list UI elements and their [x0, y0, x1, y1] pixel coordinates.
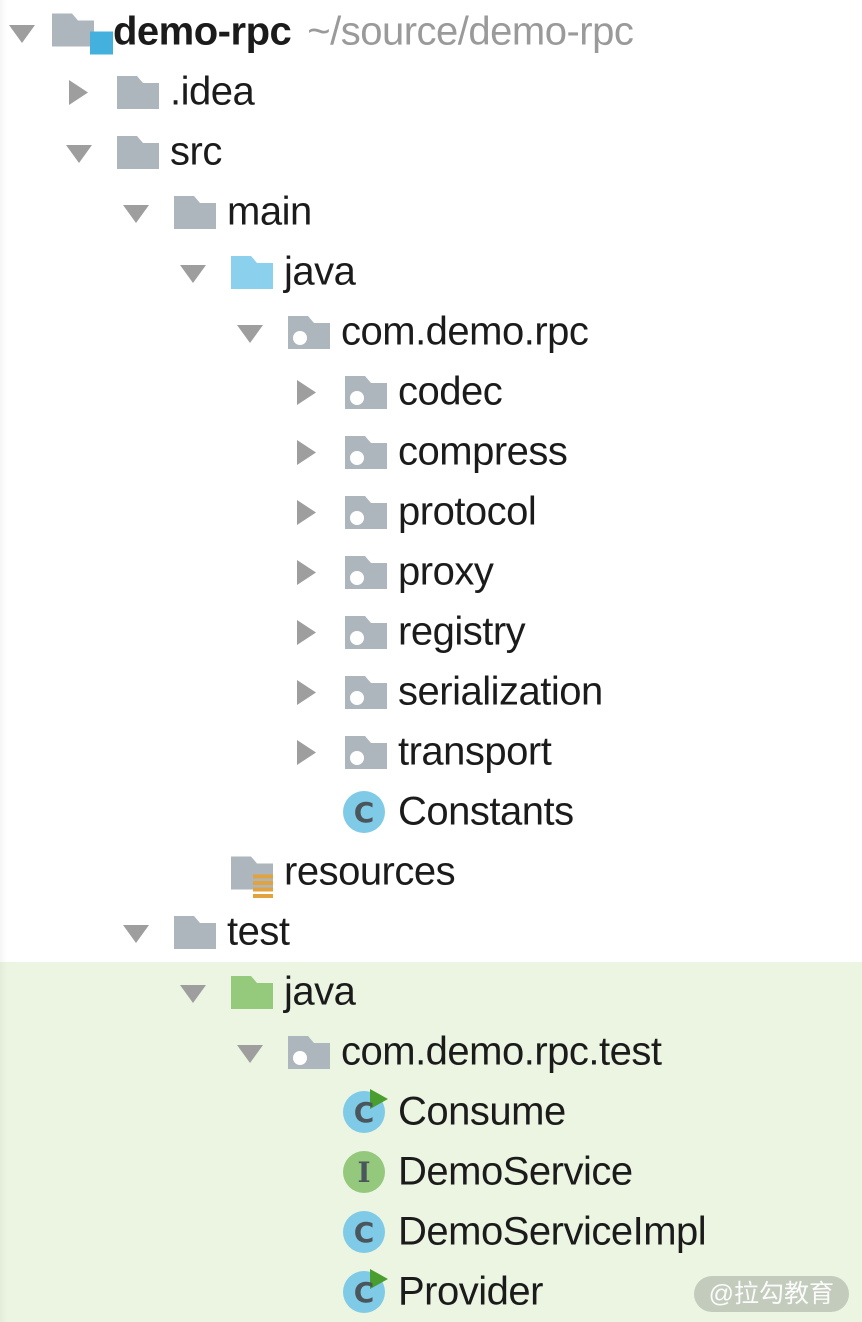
- tree-row-java[interactable]: java: [0, 962, 862, 1022]
- expanded-arrow-icon[interactable]: [8, 19, 36, 45]
- main-sources-section: demo-rpc ~/source/demo-rpc .idea srcmain jav…: [0, 0, 862, 962]
- collapsed-arrow-icon[interactable]: [293, 438, 317, 466]
- package-icon: [343, 553, 389, 591]
- source-folder-icon: [229, 253, 275, 291]
- tree-item-label: src: [170, 130, 222, 175]
- tree-row-src[interactable]: src: [0, 122, 862, 182]
- tree-row-transport[interactable]: transport: [0, 722, 862, 782]
- folder-icon: [172, 193, 218, 231]
- svg-text:C: C: [354, 1096, 375, 1129]
- package-icon: [343, 733, 389, 771]
- tree-item-label: main: [227, 190, 312, 235]
- tree-item-label: Constants: [398, 790, 574, 835]
- tree-item-label: demo-rpc: [113, 10, 291, 55]
- watermark-text: @拉勾教育: [709, 1280, 834, 1308]
- folder-icon: [172, 913, 218, 951]
- tree-item-label: transport: [398, 730, 551, 775]
- tree-item-label: codec: [398, 370, 502, 415]
- expanded-arrow-icon[interactable]: [122, 919, 150, 945]
- tree-row-codec[interactable]: codec: [0, 362, 862, 422]
- project-folder-icon: [50, 11, 114, 56]
- tree-item-label: resources: [284, 850, 455, 895]
- tree-item-label: DemoServiceImpl: [398, 1210, 706, 1255]
- tree-row-serialization[interactable]: serialization: [0, 662, 862, 722]
- tree-item-label: java: [284, 970, 355, 1015]
- tree-row-java[interactable]: java: [0, 242, 862, 302]
- collapsed-arrow-icon[interactable]: [293, 498, 317, 526]
- svg-text:C: C: [354, 1276, 375, 1309]
- resources-folder-icon: [229, 854, 275, 901]
- class-icon: C: [343, 791, 385, 833]
- tree-item-label: Provider: [398, 1270, 543, 1315]
- collapsed-arrow-icon[interactable]: [65, 78, 89, 106]
- svg-text:C: C: [354, 1216, 375, 1249]
- tree-row--idea[interactable]: .idea: [0, 62, 862, 122]
- package-icon: [286, 1033, 332, 1071]
- expanded-arrow-icon[interactable]: [65, 139, 93, 165]
- project-path-label: ~/source/demo-rpc: [307, 10, 633, 55]
- collapsed-arrow-icon[interactable]: [293, 378, 317, 406]
- package-icon: [343, 373, 389, 411]
- tree-row-com-demo-rpc-test[interactable]: com.demo.rpc.test: [0, 1022, 862, 1082]
- package-icon: [343, 673, 389, 711]
- package-icon: [343, 493, 389, 531]
- tree-item-label: protocol: [398, 490, 536, 535]
- tree-item-label: Consume: [398, 1090, 566, 1135]
- watermark-badge: @拉勾教育: [694, 1276, 849, 1312]
- package-icon: [286, 313, 332, 351]
- collapsed-arrow-icon[interactable]: [293, 678, 317, 706]
- folder-icon: [115, 73, 161, 111]
- tree-row-constants[interactable]: C Constants: [0, 782, 862, 842]
- collapsed-arrow-icon[interactable]: [293, 618, 317, 646]
- tree-row-demo-rpc[interactable]: demo-rpc ~/source/demo-rpc: [0, 2, 862, 62]
- tree-item-label: com.demo.rpc: [341, 310, 588, 355]
- tree-row-proxy[interactable]: proxy: [0, 542, 862, 602]
- expanded-arrow-icon[interactable]: [122, 199, 150, 225]
- folder-icon: [115, 133, 161, 171]
- runnable-class-icon: C: [343, 1087, 391, 1133]
- collapsed-arrow-icon[interactable]: [293, 738, 317, 766]
- expanded-arrow-icon[interactable]: [179, 979, 207, 1005]
- tree-row-compress[interactable]: compress: [0, 422, 862, 482]
- tree-item-label: .idea: [170, 70, 254, 115]
- tree-row-resources[interactable]: resources: [0, 842, 862, 902]
- tree-item-label: registry: [398, 610, 525, 655]
- package-icon: [343, 613, 389, 651]
- tree-item-label: serialization: [398, 670, 603, 715]
- collapsed-arrow-icon[interactable]: [293, 558, 317, 586]
- tree-row-com-demo-rpc[interactable]: com.demo.rpc: [0, 302, 862, 362]
- tree-row-demoserviceimpl[interactable]: C DemoServiceImpl: [0, 1202, 862, 1262]
- interface-icon: I: [343, 1151, 385, 1193]
- tree-item-label: com.demo.rpc.test: [341, 1030, 662, 1075]
- tree-row-registry[interactable]: registry: [0, 602, 862, 662]
- class-icon: C: [343, 1211, 385, 1253]
- runnable-class-icon: C: [343, 1267, 391, 1313]
- test-source-folder-icon: [229, 973, 275, 1011]
- svg-text:C: C: [354, 796, 375, 829]
- tree-row-protocol[interactable]: protocol: [0, 482, 862, 542]
- test-sources-section: java com.demo.rpc.testC ConsumeI DemoServic…: [0, 962, 862, 1322]
- expanded-arrow-icon[interactable]: [236, 319, 264, 345]
- svg-text:I: I: [357, 1156, 370, 1189]
- tree-item-label: java: [284, 250, 355, 295]
- tree-item-label: compress: [398, 430, 567, 475]
- tree-row-test[interactable]: test: [0, 902, 862, 962]
- package-icon: [343, 433, 389, 471]
- tree-item-label: test: [227, 910, 289, 955]
- tree-row-main[interactable]: main: [0, 182, 862, 242]
- tree-row-consume[interactable]: C Consume: [0, 1082, 862, 1142]
- tree-item-label: proxy: [398, 550, 493, 595]
- tree-row-demoservice[interactable]: I DemoService: [0, 1142, 862, 1202]
- tree-item-label: DemoService: [398, 1150, 633, 1195]
- expanded-arrow-icon[interactable]: [236, 1039, 264, 1065]
- expanded-arrow-icon[interactable]: [179, 259, 207, 285]
